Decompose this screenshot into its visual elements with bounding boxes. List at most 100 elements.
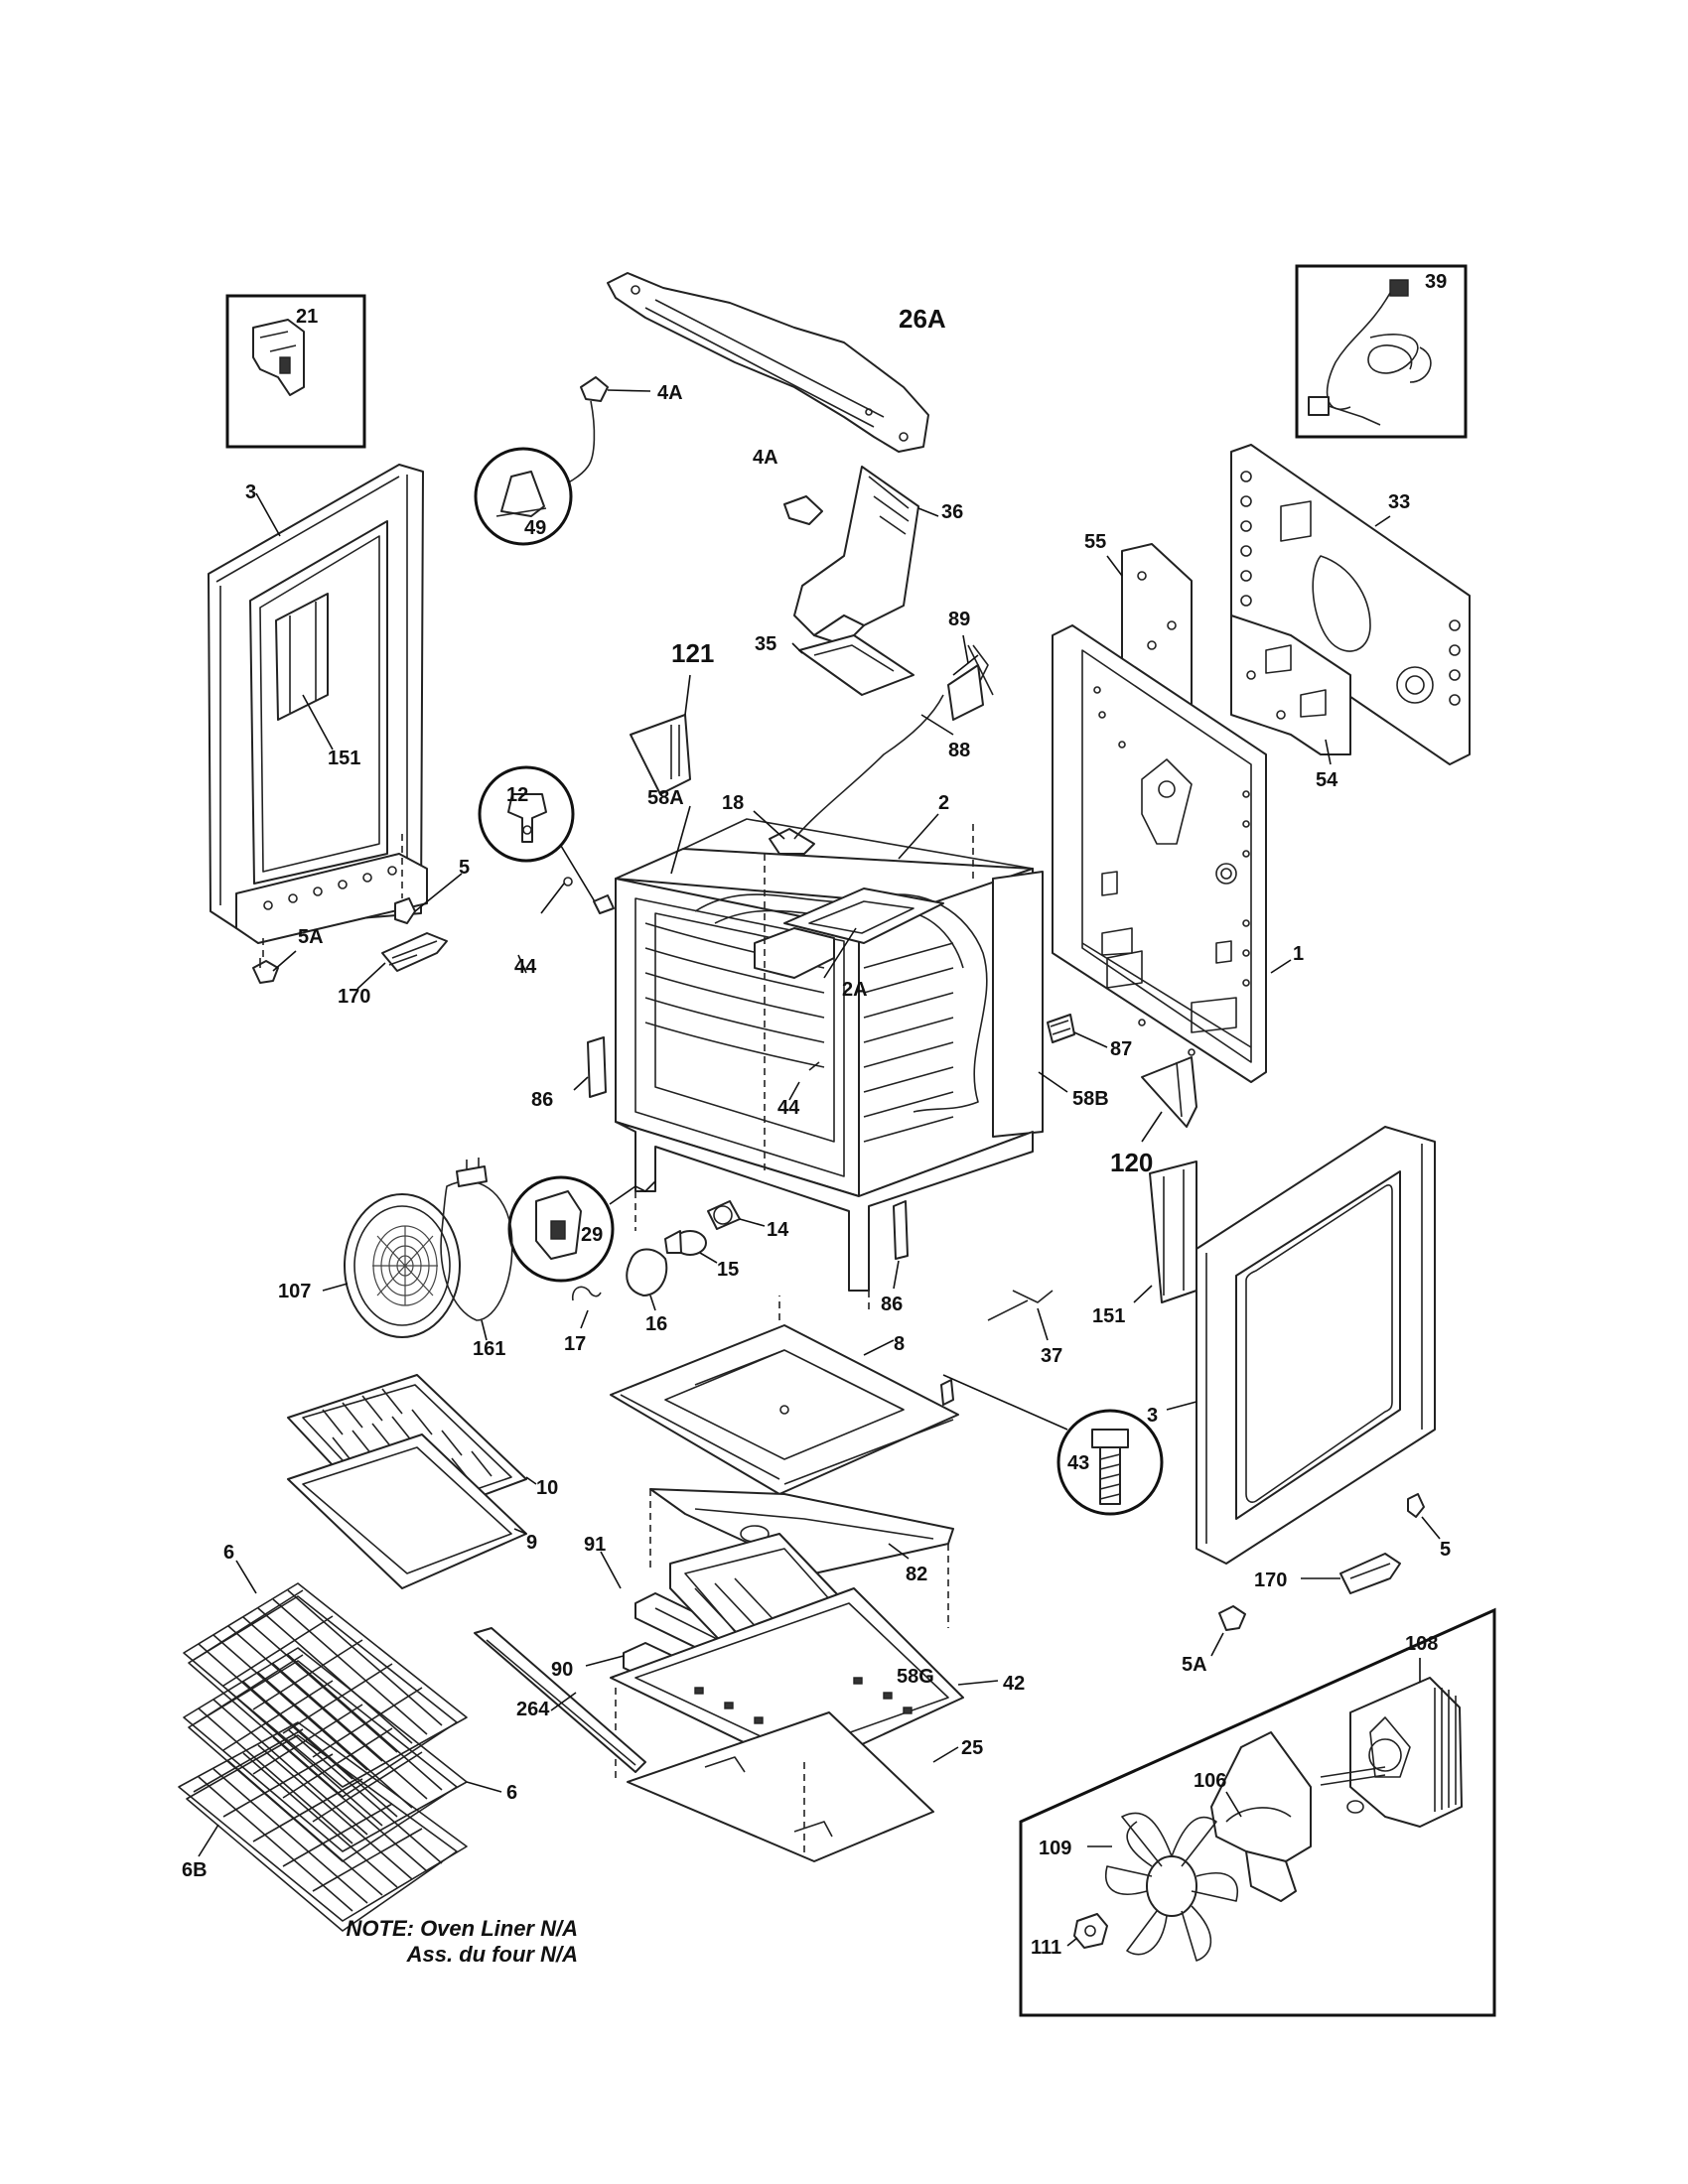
label-29: 29 [581, 1224, 603, 1246]
label-37: 37 [1041, 1345, 1062, 1367]
label-82: 82 [906, 1564, 927, 1585]
callout-43 [940, 1374, 1164, 1516]
sensor-89 [947, 634, 984, 721]
label-86-left: 86 [531, 1089, 553, 1111]
label-111: 111 [1031, 1937, 1061, 1959]
callout-29 [507, 1175, 656, 1283]
label-151-left: 151 [328, 748, 360, 769]
label-5-left: 5 [459, 857, 470, 879]
convection-cover-107 [322, 1193, 461, 1338]
label-3-right: 3 [1147, 1405, 1158, 1427]
broiler-pan-9 [287, 1433, 527, 1589]
label-43: 43 [1067, 1452, 1089, 1474]
plate-35 [798, 634, 914, 696]
label-14: 14 [767, 1219, 789, 1241]
inset-39 [1295, 264, 1468, 439]
label-16: 16 [645, 1313, 667, 1335]
label-2a: 2A [842, 979, 868, 1001]
label-87: 87 [1110, 1038, 1132, 1060]
label-58g: 58G [897, 1666, 934, 1688]
plate-4a-center [783, 495, 823, 525]
label-90: 90 [551, 1659, 573, 1681]
wire-37 [987, 1290, 1054, 1341]
label-108: 108 [1405, 1633, 1438, 1655]
label-44-left: 44 [514, 956, 537, 978]
rack-6b [178, 1721, 468, 1932]
bracket-120 [1141, 1056, 1197, 1143]
label-54: 54 [1316, 769, 1338, 791]
label-6-middle: 6 [506, 1782, 517, 1804]
label-6b: 6B [182, 1859, 208, 1881]
label-26a: 26A [899, 304, 946, 334]
door-left-3 [208, 464, 428, 944]
label-42: 42 [1003, 1673, 1025, 1695]
label-5-right: 5 [1440, 1539, 1451, 1561]
label-161: 161 [473, 1338, 505, 1360]
label-58a: 58A [647, 787, 684, 809]
sensor-4a-top [555, 376, 651, 489]
hinge-left [252, 834, 463, 990]
callout-12 [478, 765, 615, 974]
bottom-sheet-25 [615, 1688, 959, 1862]
label-9: 9 [526, 1532, 537, 1554]
label-91: 91 [584, 1534, 606, 1556]
label-10: 10 [536, 1477, 558, 1499]
label-35: 35 [755, 633, 776, 655]
bracket-36 [793, 466, 919, 646]
label-36: 36 [941, 501, 963, 523]
label-4a-top: 4A [657, 382, 683, 404]
label-120: 120 [1110, 1148, 1153, 1177]
label-107: 107 [278, 1281, 311, 1302]
label-5a-left: 5A [298, 926, 324, 948]
bracket-86-left [573, 1036, 607, 1098]
part-labels: 21 39 26A 4A 49 4A 3 151 5 5A 170 12 44 … [182, 271, 1451, 1959]
convection-fan-inset [1019, 1607, 1496, 2017]
inset-21 [225, 294, 366, 449]
oven-cavity [615, 818, 1044, 1310]
label-170-right: 170 [1254, 1570, 1287, 1591]
light-assembly [571, 1200, 766, 1329]
label-88: 88 [948, 740, 970, 761]
label-89: 89 [948, 609, 970, 630]
fan-blade-109 [1105, 1812, 1238, 1962]
gasket-161 [440, 1158, 513, 1341]
bottom-panel-8 [610, 1296, 959, 1495]
label-17: 17 [564, 1333, 586, 1355]
rear-bracket-26a [607, 272, 929, 453]
wire-88 [793, 694, 944, 840]
label-5a-right: 5A [1182, 1654, 1207, 1676]
label-55: 55 [1084, 531, 1106, 553]
label-4a-center: 4A [753, 447, 778, 469]
callout-49 [474, 447, 573, 546]
label-58b: 58B [1072, 1088, 1109, 1110]
panel-54 [1230, 614, 1351, 765]
label-15: 15 [717, 1259, 739, 1281]
label-25: 25 [961, 1737, 983, 1759]
note-line-1: NOTE: Oven Liner N/A [346, 1916, 578, 1941]
strip-264 [474, 1627, 646, 1773]
label-39: 39 [1425, 271, 1447, 293]
label-12: 12 [506, 784, 528, 806]
label-44-center: 44 [777, 1097, 800, 1119]
label-33: 33 [1388, 491, 1410, 513]
hinge-right [1210, 1493, 1441, 1657]
label-109: 109 [1039, 1838, 1071, 1859]
door-right-3 [1166, 1126, 1436, 1565]
label-21: 21 [296, 306, 318, 328]
label-6-top: 6 [223, 1542, 234, 1564]
label-170-left: 170 [338, 986, 370, 1008]
bracket-86-right [893, 1200, 909, 1290]
bracket-151-right [1133, 1160, 1197, 1303]
part-87 [1047, 1014, 1108, 1048]
back-panel-1 [1042, 624, 1292, 1083]
label-1: 1 [1293, 943, 1304, 965]
label-3-left: 3 [245, 481, 256, 503]
label-18: 18 [722, 792, 744, 814]
label-106: 106 [1194, 1770, 1226, 1792]
label-49: 49 [524, 517, 546, 539]
label-2: 2 [938, 792, 949, 814]
label-151-right: 151 [1092, 1305, 1125, 1327]
label-264: 264 [516, 1699, 550, 1720]
bracket-121 [630, 674, 691, 795]
